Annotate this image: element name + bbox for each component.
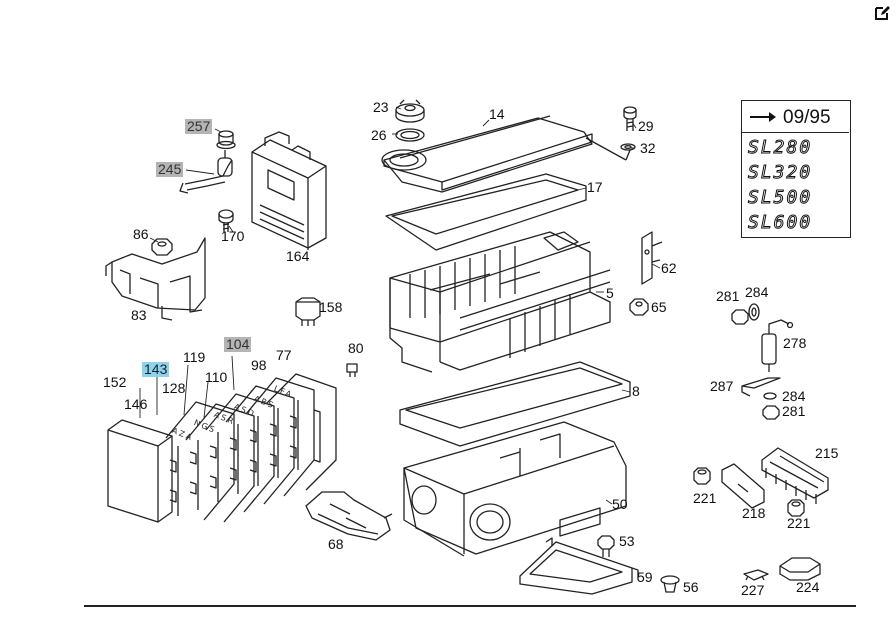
relay-module-stack bbox=[107, 373, 337, 523]
part-83-bracket bbox=[105, 237, 206, 321]
callout-26[interactable]: 26 bbox=[371, 127, 387, 143]
part-215-connector bbox=[761, 447, 829, 504]
callout-83[interactable]: 83 bbox=[131, 307, 147, 323]
callout-14[interactable]: 14 bbox=[489, 106, 505, 122]
callout-80[interactable]: 80 bbox=[348, 340, 364, 356]
part-59-frame bbox=[519, 537, 639, 595]
part-221-nut-left bbox=[693, 467, 711, 485]
part-53-bolt bbox=[597, 535, 615, 557]
callout-284-top[interactable]: 284 bbox=[745, 284, 769, 300]
callout-77[interactable]: 77 bbox=[276, 347, 292, 363]
callout-68[interactable]: 68 bbox=[328, 536, 344, 552]
part-14-lid bbox=[381, 115, 593, 193]
callout-119[interactable]: 119 bbox=[183, 349, 206, 365]
callout-86[interactable]: 86 bbox=[133, 226, 149, 242]
callout-146[interactable]: 146 bbox=[124, 396, 148, 412]
callout-62[interactable]: 62 bbox=[661, 260, 677, 276]
callout-104[interactable]: 104 bbox=[224, 336, 252, 352]
part-227-clip bbox=[743, 569, 769, 581]
callout-29[interactable]: 29 bbox=[638, 118, 654, 134]
callout-98[interactable]: 98 bbox=[251, 357, 267, 373]
part-218-plate bbox=[721, 463, 765, 509]
part-245-sensor bbox=[179, 150, 233, 194]
legend-model-2: SL320 bbox=[748, 162, 813, 184]
part-8-gasket bbox=[399, 361, 631, 447]
callout-227[interactable]: 227 bbox=[741, 582, 765, 598]
callout-215[interactable]: 215 bbox=[815, 445, 839, 461]
bottom-divider bbox=[84, 605, 856, 607]
part-29-screw bbox=[623, 106, 637, 131]
callout-59[interactable]: 59 bbox=[637, 569, 653, 585]
callout-221-right[interactable]: 221 bbox=[787, 515, 811, 531]
leader-lines bbox=[139, 106, 661, 505]
callout-281-bottom[interactable]: 281 bbox=[782, 403, 806, 419]
callout-218[interactable]: 218 bbox=[742, 505, 766, 521]
part-80-clip bbox=[346, 363, 358, 377]
part-56-plug bbox=[660, 575, 680, 593]
part-284-washer-bottom bbox=[763, 392, 777, 400]
callout-110[interactable]: 110 bbox=[205, 369, 228, 385]
callout-278[interactable]: 278 bbox=[783, 335, 807, 351]
callout-281-top[interactable]: 281 bbox=[716, 288, 740, 304]
callout-23[interactable]: 23 bbox=[373, 99, 389, 115]
callout-32[interactable]: 32 bbox=[640, 140, 656, 156]
part-26-seal-ring bbox=[395, 128, 425, 142]
callout-158[interactable]: 158 bbox=[319, 299, 343, 315]
part-287-bracket bbox=[741, 377, 781, 397]
housing-upper bbox=[389, 231, 611, 373]
callout-224[interactable]: 224 bbox=[796, 579, 820, 595]
edit-icon[interactable] bbox=[873, 4, 891, 22]
part-281-nut-bottom bbox=[762, 405, 780, 420]
part-170-bolt bbox=[218, 209, 234, 232]
part-86-nut bbox=[151, 238, 173, 256]
housing-lower bbox=[403, 421, 627, 557]
callout-221-left[interactable]: 221 bbox=[693, 490, 717, 506]
callout-50[interactable]: 50 bbox=[612, 496, 628, 512]
callout-5[interactable]: 5 bbox=[606, 285, 614, 301]
legend-model-1: SL280 bbox=[748, 137, 813, 159]
part-221-nut-right bbox=[787, 499, 805, 517]
callout-17[interactable]: 17 bbox=[587, 179, 603, 195]
part-62-bracket bbox=[641, 231, 663, 285]
part-32-washer bbox=[585, 137, 636, 161]
callout-245[interactable]: 245 bbox=[156, 161, 184, 177]
part-284-washer-top bbox=[748, 303, 760, 321]
callout-152[interactable]: 152 bbox=[103, 374, 127, 390]
callout-143[interactable]: 143 bbox=[142, 361, 170, 377]
arrow-right-icon bbox=[750, 112, 776, 122]
part-224-sensor bbox=[779, 557, 821, 581]
part-68-cover bbox=[305, 491, 393, 541]
part-257-grommet bbox=[216, 130, 236, 150]
part-278-filter bbox=[761, 319, 794, 372]
callout-53[interactable]: 53 bbox=[619, 533, 635, 549]
legend-model-3: SL500 bbox=[748, 187, 813, 209]
legend-model-4: SL600 bbox=[748, 212, 813, 234]
callout-257[interactable]: 257 bbox=[185, 118, 213, 134]
legend-date: 09/95 bbox=[783, 107, 831, 128]
callout-8[interactable]: 8 bbox=[632, 383, 640, 399]
model-legend: 09/95 SL280 SL320 SL500 SL600 bbox=[741, 100, 851, 238]
part-158-relay bbox=[295, 297, 321, 326]
legend-header: 09/95 bbox=[742, 101, 849, 133]
part-281-nut-top bbox=[731, 309, 749, 325]
callout-164[interactable]: 164 bbox=[286, 248, 310, 264]
callout-56[interactable]: 56 bbox=[683, 579, 699, 595]
callout-170[interactable]: 170 bbox=[221, 228, 245, 244]
callout-65[interactable]: 65 bbox=[651, 299, 667, 315]
callout-128[interactable]: 128 bbox=[162, 380, 186, 396]
part-23-cap bbox=[395, 99, 425, 123]
part-65-nut bbox=[629, 298, 649, 316]
part-164-control-unit bbox=[251, 131, 327, 250]
callout-284-bottom[interactable]: 284 bbox=[782, 388, 806, 404]
callout-287[interactable]: 287 bbox=[710, 378, 734, 394]
